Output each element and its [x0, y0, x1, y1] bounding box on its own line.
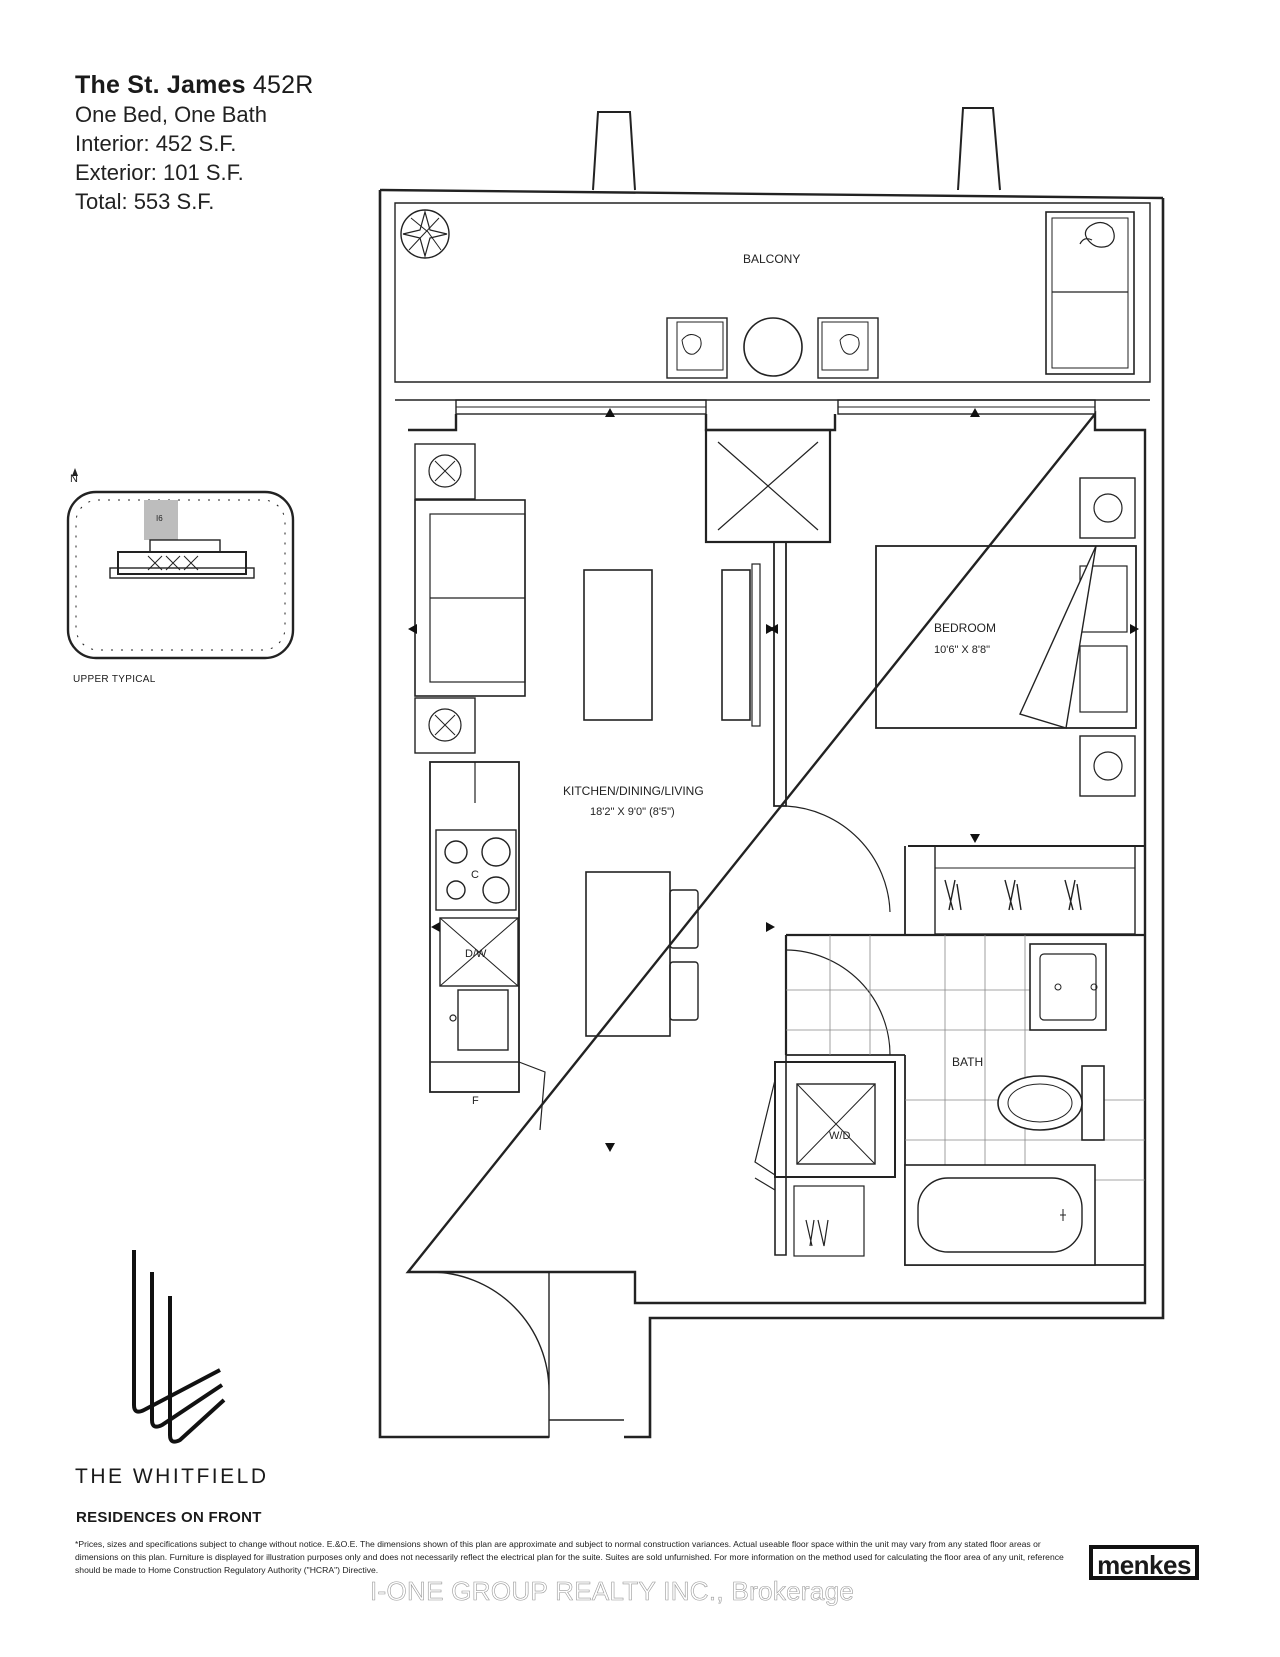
keyplan: N I6: [66, 468, 295, 660]
top-projection-left: [592, 111, 636, 191]
bed: [875, 545, 1137, 729]
cooktop: [435, 829, 517, 911]
keyplan-building-cores: [147, 555, 199, 571]
north-arrow-icon: [72, 468, 78, 476]
direction-markers: [408, 408, 1139, 1152]
brokerage-watermark: I-ONE GROUP REALTY INC., Brokerage: [370, 1576, 855, 1607]
tv: [751, 563, 761, 727]
sink-basin: [1039, 953, 1097, 1021]
dishwasher: [439, 917, 519, 987]
unit-title: The St. James 452R: [75, 70, 313, 100]
stool: [669, 961, 699, 1021]
drain-icon: [1060, 1209, 1066, 1221]
closet-hangers-icon: [944, 879, 1082, 911]
bath-door-swing: [785, 949, 891, 1056]
toilet-bowl: [997, 1075, 1083, 1131]
disclaimer-text: *Prices, sizes and specifications subjec…: [75, 1539, 1064, 1575]
burner-icon: [446, 880, 466, 900]
toilet-tank: [1081, 1065, 1105, 1141]
entry-door-swing: [429, 1271, 550, 1438]
keyplan-unit-mark: I6: [156, 514, 163, 523]
north-label: N: [70, 473, 78, 485]
balcony-top-edge: [379, 188, 1164, 200]
washer-dryer: [796, 1083, 876, 1165]
nightstand: [1079, 735, 1136, 797]
balcony-chair: [666, 317, 728, 379]
bed-bath: One Bed, One Bath: [75, 102, 268, 127]
top-projection-right: [957, 107, 1001, 191]
washer-dryer-label: W/D: [829, 1130, 850, 1142]
kitchen-sink: [457, 989, 509, 1051]
coffee-table: [583, 569, 653, 721]
keyplan-building-base: [109, 567, 255, 579]
brand-name: THE WHITFIELD: [75, 1465, 269, 1488]
faucet-icon: [449, 1014, 457, 1022]
pillow: [1079, 645, 1128, 713]
keyplan-building: [117, 551, 247, 575]
exterior-area: Exterior: 101 S.F.: [75, 160, 244, 185]
unit-number: 452R: [252, 71, 314, 99]
linen-closet: [793, 1185, 865, 1257]
bedroom-closet: [934, 845, 1136, 935]
vanity: [1029, 943, 1107, 1031]
media-console: [721, 569, 751, 721]
keyplan-label: UPPER TYPICAL: [73, 674, 156, 685]
bathtub-basin: [917, 1177, 1083, 1253]
unit-header: The St. James 452R One Bed, One Bath Int…: [75, 70, 313, 216]
mechanical-shaft: [704, 428, 832, 544]
bedroom-dimensions: 10'6" X 8'8": [934, 644, 990, 656]
burner-icon: [444, 840, 468, 864]
balcony-label: BALCONY: [743, 252, 800, 266]
kitchen-dimensions: 18'2" X 9'0" (8'5"): [590, 806, 675, 818]
keyplan-outline: [66, 490, 295, 660]
total-area: Total: 553 S.F.: [75, 189, 215, 214]
laundry-bifold-door: [754, 1079, 776, 1191]
balcony-chair: [817, 317, 879, 379]
whitfield-logo-mark: [132, 1250, 226, 1444]
lamp-icon: [428, 454, 462, 488]
lounger: [1045, 211, 1135, 375]
interior-area: Interior: 452 S.F.: [75, 131, 237, 156]
kitchen-label: KITCHEN/DINING/LIVING: [563, 784, 704, 798]
bathtub: [904, 1164, 1096, 1266]
laundry-closet: [774, 1061, 896, 1178]
unit-name: The St. James: [75, 71, 246, 99]
cushion-icon: [1079, 221, 1115, 248]
bed-sheet-fold: [1019, 545, 1097, 729]
keyplan-unit-highlight: [144, 500, 178, 540]
fridge-label: F: [472, 1095, 479, 1107]
plant-icon: [400, 209, 450, 259]
fridge-door: [518, 1061, 546, 1131]
nightstand: [1079, 477, 1136, 539]
kitchen-island: [585, 871, 671, 1037]
side-table: [414, 443, 476, 500]
balcony-slab: [394, 202, 1151, 383]
dishwasher-label: D/W: [465, 948, 487, 960]
side-table: [414, 697, 476, 754]
burner-icon: [482, 876, 510, 904]
cooktop-label: C: [471, 869, 479, 881]
bedroom-door-swing: [785, 805, 891, 913]
bedroom-partition: [773, 542, 787, 807]
burner-icon: [481, 837, 511, 867]
balcony-table: [743, 317, 803, 377]
keyplan-building-top: [149, 539, 221, 553]
lamp-icon: [428, 708, 462, 742]
lamp-icon: [1093, 493, 1123, 523]
stool: [669, 889, 699, 949]
brand-block: THE WHITFIELD RESIDENCES ON FRONT: [75, 1465, 269, 1526]
lamp-icon: [1093, 751, 1123, 781]
bath-label: BATH: [952, 1055, 983, 1069]
kitchen-counter: [429, 761, 520, 1093]
menkes-logo: menkes: [1089, 1545, 1199, 1580]
brand-subtitle: RESIDENCES ON FRONT: [76, 1509, 262, 1526]
bedroom-label: BEDROOM: [934, 621, 996, 635]
